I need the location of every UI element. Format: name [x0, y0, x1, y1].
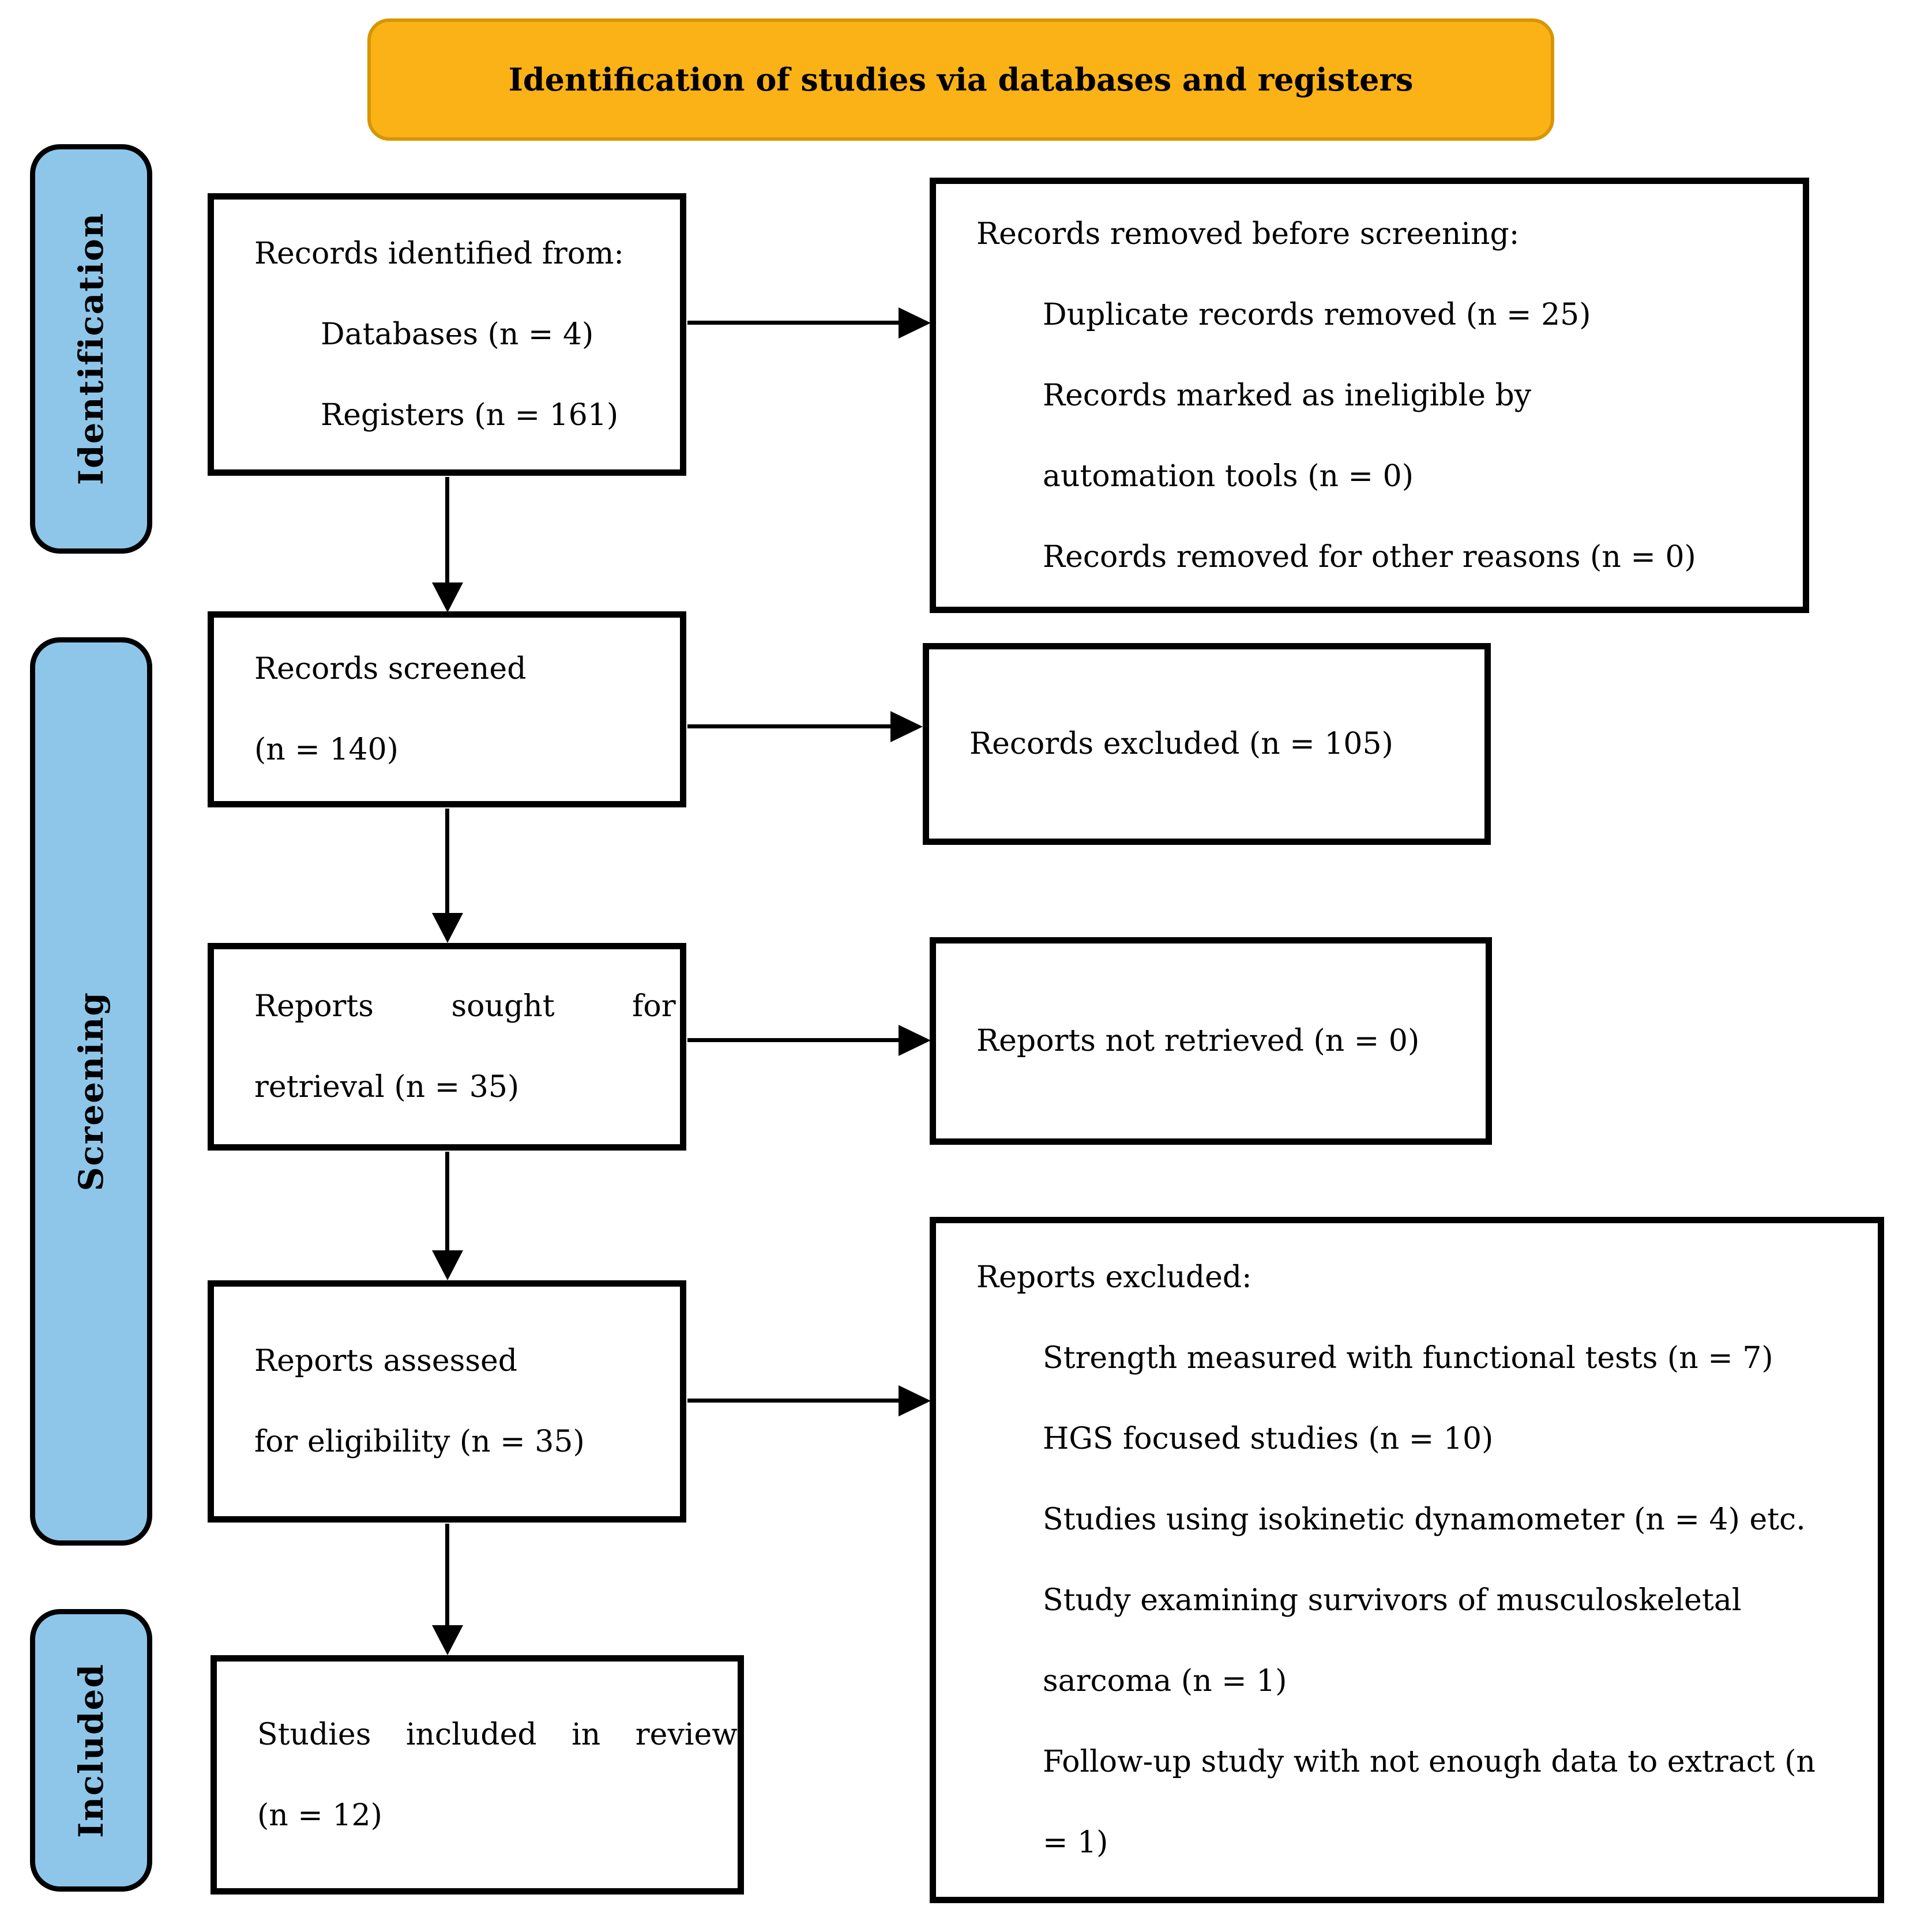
studies-included-line: (n = 12) [257, 1798, 382, 1833]
reports-assessed-box: Reports assessed for eligibility (n = 35… [208, 1280, 686, 1523]
reports-excluded-line: Studies using isokinetic dynamometer (n … [1043, 1502, 1806, 1537]
reports-assessed-line: Reports assessed [254, 1344, 518, 1378]
records-removed-box: Records removed before screening: Duplic… [930, 178, 1809, 613]
records-removed-line: automation tools (n = 0) [1043, 458, 1414, 494]
reports-excluded-line: HGS focused studies (n = 10) [1043, 1422, 1494, 1456]
title-banner: Identification of studies via databases … [367, 18, 1554, 141]
arrow-right-records-removed-icon [687, 321, 899, 325]
arrow-down-to-reports-assessed-icon [445, 1152, 449, 1250]
stage-label-included: Included [30, 1609, 152, 1892]
stage-label-screening: Screening [30, 637, 152, 1546]
records-identified-box: Records identified from: Databases (n = … [208, 193, 686, 476]
reports-excluded-line: Reports excluded: [976, 1260, 1252, 1295]
records-removed-line: Records marked as ineligible by [1043, 378, 1532, 413]
arrow-down-to-records-screened-icon [445, 477, 449, 582]
arrow-right-reports-excluded-icon [687, 1399, 899, 1403]
records-identified-line: Registers (n = 161) [321, 398, 619, 433]
stage-label-screening-text: Screening [72, 991, 111, 1191]
stage-label-identification: Identification [30, 144, 152, 554]
reports-not-retrieved-box: Reports not retrieved (n = 0) [930, 937, 1492, 1145]
records-screened-box: Records screened (n = 140) [208, 611, 686, 807]
stage-label-included-text: Included [72, 1663, 111, 1838]
records-identified-line: Databases (n = 4) [321, 317, 594, 352]
reports-excluded-line: Study examining survivors of musculoskel… [1043, 1583, 1742, 1618]
reports-not-retrieved-line: Reports not retrieved (n = 0) [976, 1024, 1420, 1058]
arrow-down-to-studies-included-icon [445, 1524, 449, 1625]
arrow-down-to-reports-sought-icon [445, 809, 449, 913]
title-banner-label: Identification of studies via databases … [508, 61, 1414, 98]
reports-sought-line: retrieval (n = 35) [254, 1070, 520, 1104]
reports-excluded-line: Strength measured with functional tests … [1043, 1341, 1773, 1375]
reports-assessed-line: for eligibility (n = 35) [254, 1424, 585, 1459]
reports-excluded-line: sarcoma (n = 1) [1043, 1664, 1287, 1698]
stage-label-identification-text: Identification [72, 212, 111, 486]
records-removed-line: Records removed for other reasons (n = 0… [1043, 539, 1696, 574]
reports-sought-line: Reports sought for [254, 989, 676, 1024]
studies-included-line: Studies included in review [257, 1717, 738, 1752]
reports-sought-box: Reports sought for retrieval (n = 35) [208, 943, 686, 1151]
arrow-right-reports-not-retrieved-icon [687, 1038, 899, 1042]
records-identified-line: Records identified from: [254, 236, 624, 271]
arrow-right-records-excluded-icon [687, 724, 890, 728]
records-removed-line: Records removed before screening: [976, 216, 1520, 251]
reports-excluded-box: Reports excluded: Strength measured with… [930, 1217, 1884, 1903]
reports-excluded-line: = 1) [1043, 1825, 1108, 1860]
records-screened-line: (n = 140) [254, 732, 399, 767]
reports-excluded-line: Follow-up study with not enough data to … [1043, 1745, 1816, 1779]
records-excluded-box: Records excluded (n = 105) [923, 643, 1491, 845]
records-screened-line: Records screened [254, 652, 527, 686]
records-excluded-line: Records excluded (n = 105) [969, 727, 1393, 761]
records-removed-line: Duplicate records removed (n = 25) [1043, 297, 1591, 332]
studies-included-box: Studies included in review (n = 12) [211, 1655, 744, 1895]
